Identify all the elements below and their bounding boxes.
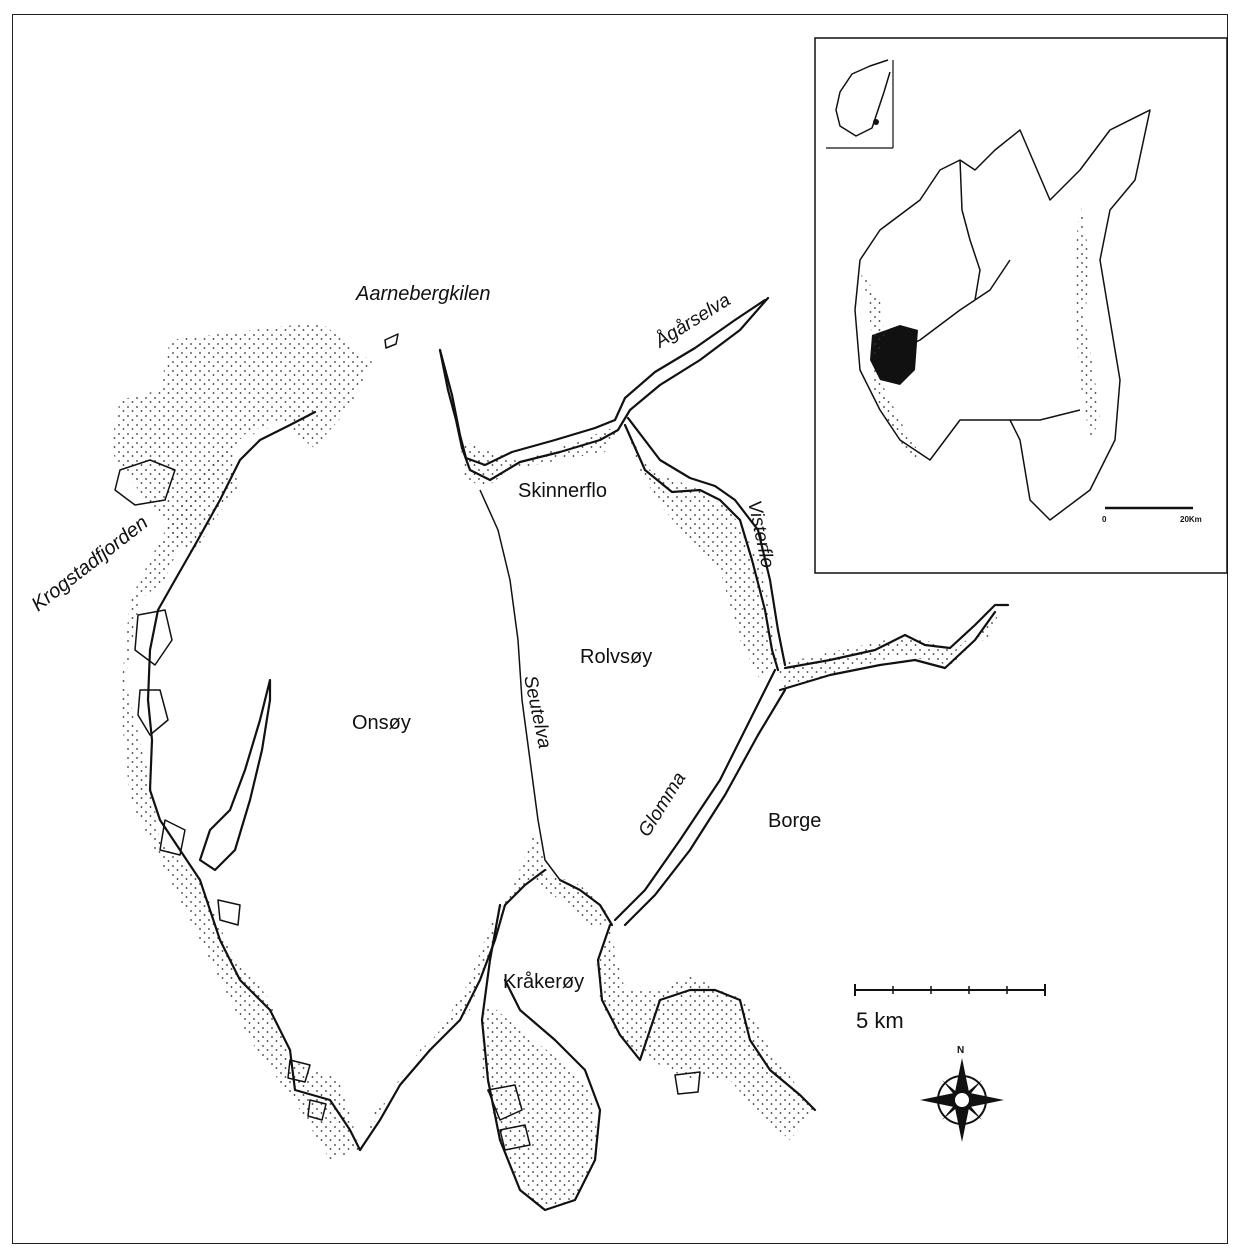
scale-bar: 5 km — [854, 984, 1046, 1033]
scale-bar-label: 5 km — [856, 1008, 904, 1033]
place-labels: Aarnebergkilen Ågårselva Krogstadfjorden… — [28, 283, 822, 993]
inset-scale-end: 20Km — [1180, 515, 1202, 524]
shore-stipple — [110, 322, 1000, 1210]
label-skinnerflo: Skinnerflo — [518, 480, 607, 502]
label-borge: Borge — [768, 810, 821, 832]
inset-scale-start: 0 — [1102, 515, 1107, 524]
islands — [114, 333, 701, 1151]
inset-map: 0 20Km — [814, 37, 1228, 574]
inset-norway-locator — [826, 59, 894, 149]
map-frame — [12, 14, 1228, 1244]
label-rolvsoy: Rolvsøy — [580, 646, 652, 668]
compass-north-label: N — [957, 1045, 964, 1056]
label-krakeroy: Kråkerøy — [503, 971, 584, 993]
label-aarnebergkilen: Aarnebergkilen — [355, 283, 491, 305]
label-glomma: Glomma — [634, 769, 690, 841]
compass-rose-icon: N — [920, 1045, 1004, 1142]
coastline — [146, 296, 1010, 1212]
label-onsoy: Onsøy — [352, 712, 411, 734]
label-seutelva: Seutelva — [519, 674, 555, 751]
